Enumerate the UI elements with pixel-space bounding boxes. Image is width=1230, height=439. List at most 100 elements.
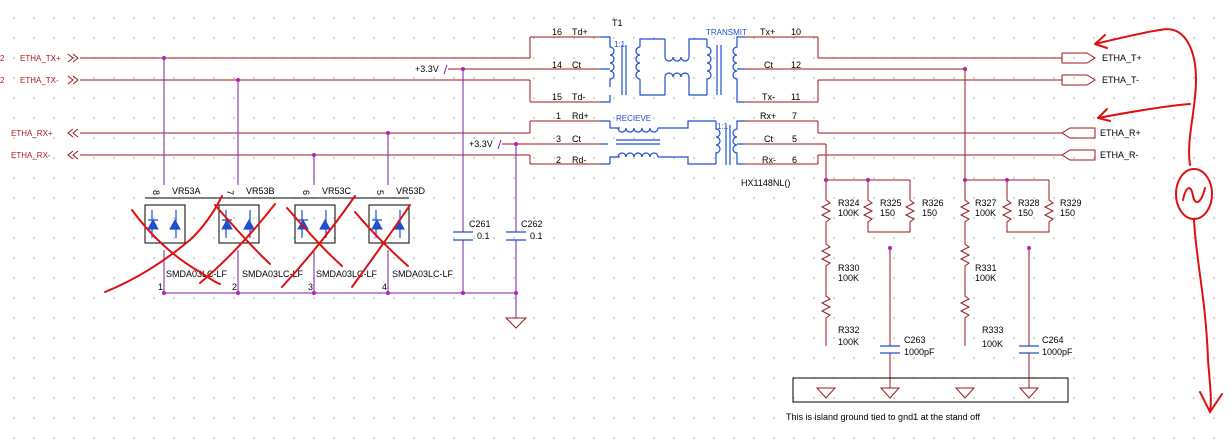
- label-tvs-1-top_pin: 7: [225, 190, 235, 195]
- markup-circle: [1175, 168, 1213, 220]
- cap-val-c261: 0.1: [477, 231, 490, 241]
- net-label-etha-r-n: ETHA_R-: [1100, 150, 1139, 160]
- label-tvs-1-part: SMDA03LC-LF: [242, 269, 304, 279]
- strike-mark-8: [354, 211, 409, 267]
- connector-etha-r-n: [1061, 149, 1096, 161]
- strike-mark-4: [214, 204, 271, 265]
- connector-etha-t-p: [1061, 52, 1096, 64]
- label-transformer-pins_right-2-num: 11: [791, 92, 800, 102]
- label-tvs-1-ref: VR53B: [246, 186, 275, 196]
- label-resistors-9-value: 100K: [982, 339, 1003, 349]
- tvs-arrays: VR53A 8 SMDA03LC-LF 1 VR53B 7 SMDA03LC-L…: [144, 58, 516, 294]
- net-label-etha-rx-p: ETHA_RX+: [11, 129, 53, 138]
- power-label-3v3-tx: +3.3V: [415, 64, 439, 74]
- strike-mark-7: [351, 204, 411, 288]
- markup-down-arrow: [1193, 219, 1223, 414]
- label-transformer-pins_left-4-name: Ct: [572, 134, 581, 144]
- markup-tilde: [1182, 187, 1206, 204]
- tvs-vr53a: VR53A 8 SMDA03LC-LF 1: [144, 186, 228, 292]
- label-resistors-2-ref: R326: [922, 198, 944, 208]
- label-tvs-0-top_pin: 8: [151, 190, 161, 195]
- label-transformer-pins_right-4-name: Ct: [764, 134, 773, 144]
- label-transformer-pins_right-0-name: Tx+: [760, 27, 775, 37]
- markup-vertical-line: [1159, 28, 1198, 166]
- label-resistors-7-ref: R331: [975, 263, 997, 273]
- tvs-vr53d: VR53D 5 SMDA03LC-LF 4: [368, 186, 454, 292]
- decoupling-caps: C261 0.1 C262 0.1: [453, 69, 543, 329]
- label-resistors-2-value: 150: [922, 208, 937, 218]
- label-transformer-pins_right-3-num: 7: [792, 111, 797, 121]
- transformer-t1: T1 TRANSMIT RECIEVE 1:1 1:1 HX1148NL() 1…: [552, 18, 826, 188]
- offpage-arrow-rx-n: [67, 150, 79, 160]
- junction-dots: [162, 56, 1031, 295]
- label-capacitors-3-value: 1000pF: [1042, 347, 1073, 357]
- label-transformer-pins_right-4-num: 5: [792, 134, 797, 144]
- label-resistors-9-ref: R333: [982, 325, 1004, 335]
- arrow-mark-r: [1097, 103, 1191, 122]
- offpage-arrow-rx-p: [67, 128, 79, 138]
- label-capacitors-2-ref: C263: [904, 335, 926, 345]
- label-transformer-pins_right-5-name: Rx-: [762, 155, 776, 165]
- strike-mark-2: [131, 209, 221, 285]
- label-resistors-0-ref: R324: [838, 198, 860, 208]
- strike-mark-3: [199, 203, 276, 284]
- label-transformer-pins_right-5-num: 6: [792, 155, 797, 165]
- offpage-arrow-tx-p: [67, 53, 79, 63]
- connector-etha-t-n: [1061, 74, 1096, 86]
- cap-ref-c261: C261: [469, 219, 491, 229]
- cap-val-c262: 0.1: [530, 231, 543, 241]
- signal-wires: [80, 36, 600, 165]
- label-resistors-7-value: 100K: [975, 273, 996, 283]
- label-transformer-pins_right-2-name: Tx-: [762, 92, 775, 102]
- label-transformer-pins_left-0-num: 16: [552, 27, 562, 37]
- island-ground-note: This is island ground tied to gnd1 at th…: [786, 412, 980, 422]
- label-resistors-5-value: 150: [1060, 208, 1075, 218]
- label-resistors-3-value: 100K: [975, 208, 996, 218]
- receive-label: RECIEVE: [616, 114, 651, 123]
- island-ground-box: [792, 377, 1069, 403]
- net-label-etha-t-n: ETHA_T-: [1102, 75, 1139, 85]
- label-resistors-1-ref: R325: [880, 198, 902, 208]
- transformer-ref: T1: [612, 18, 623, 28]
- net-label-etha-t-p: ETHA_T+: [1102, 53, 1142, 63]
- label-resistors-6-value: 100K: [838, 273, 859, 283]
- label-resistors-4-value: 150: [1018, 208, 1033, 218]
- label-tvs-0-bottom_pin: 1: [158, 282, 163, 292]
- label-transformer-pins_right-3-name: Rx+: [760, 111, 776, 121]
- label-tvs-0-ref: VR53A: [172, 186, 201, 196]
- transmit-label: TRANSMIT: [706, 28, 747, 37]
- net-label-etha-tx-n: ETHA_TX-: [20, 76, 59, 85]
- label-tvs-3-part: SMDA03LC-LF: [392, 269, 454, 279]
- connector-etha-r-p: [1061, 127, 1096, 139]
- label-transformer-pins_left-2-num: 15: [552, 92, 562, 102]
- label-transformer-pins_right-1-num: 12: [791, 60, 801, 70]
- label-transformer-pins_left-4-num: 3: [556, 134, 561, 144]
- label-resistors-8-ref: R332: [838, 325, 860, 335]
- label-tvs-3-ref: VR53D: [396, 186, 426, 196]
- net-prefix-tx-n: 2: [0, 76, 5, 85]
- strike-mark-1: [104, 195, 223, 293]
- output-nets: ETHA_T+ ETHA_T- ETHA_R+ ETHA_R-: [817, 37, 1142, 180]
- label-tvs-0-part: SMDA03LC-LF: [166, 269, 228, 279]
- label-transformer-pins_left-3-num: 1: [556, 111, 561, 121]
- label-capacitors-3-ref: C264: [1042, 335, 1064, 345]
- label-tvs-3-bottom_pin: 4: [382, 282, 387, 292]
- cap-ref-c262: C262: [521, 219, 543, 229]
- label-resistors-3-ref: R327: [975, 198, 997, 208]
- strike-mark-6: [286, 207, 343, 267]
- label-transformer-pins_left-5-name: Rd-: [572, 155, 587, 165]
- label-transformer-pins_left-3-name: Rd+: [572, 111, 589, 121]
- label-resistors-4-ref: R328: [1018, 198, 1040, 208]
- label-transformer-pins_left-0-name: Td+: [572, 27, 588, 37]
- label-transformer-pins_left-2-name: Td-: [572, 92, 586, 102]
- label-transformer-pins_left-1-name: Ct: [572, 60, 581, 70]
- net-labels-left: 2 ETHA_TX+ 2 ETHA_TX- ETHA_RX+ ETHA_RX-: [0, 53, 79, 160]
- net-label-etha-rx-n: ETHA_RX-: [11, 151, 51, 160]
- label-capacitors-2-value: 1000pF: [904, 347, 935, 357]
- label-transformer-pins_right-1-name: Ct: [764, 60, 773, 70]
- red-markup-annotations: [104, 28, 1223, 414]
- net-prefix-tx-p: 2: [0, 54, 5, 63]
- ratio-label-rx: 1:1: [717, 122, 729, 131]
